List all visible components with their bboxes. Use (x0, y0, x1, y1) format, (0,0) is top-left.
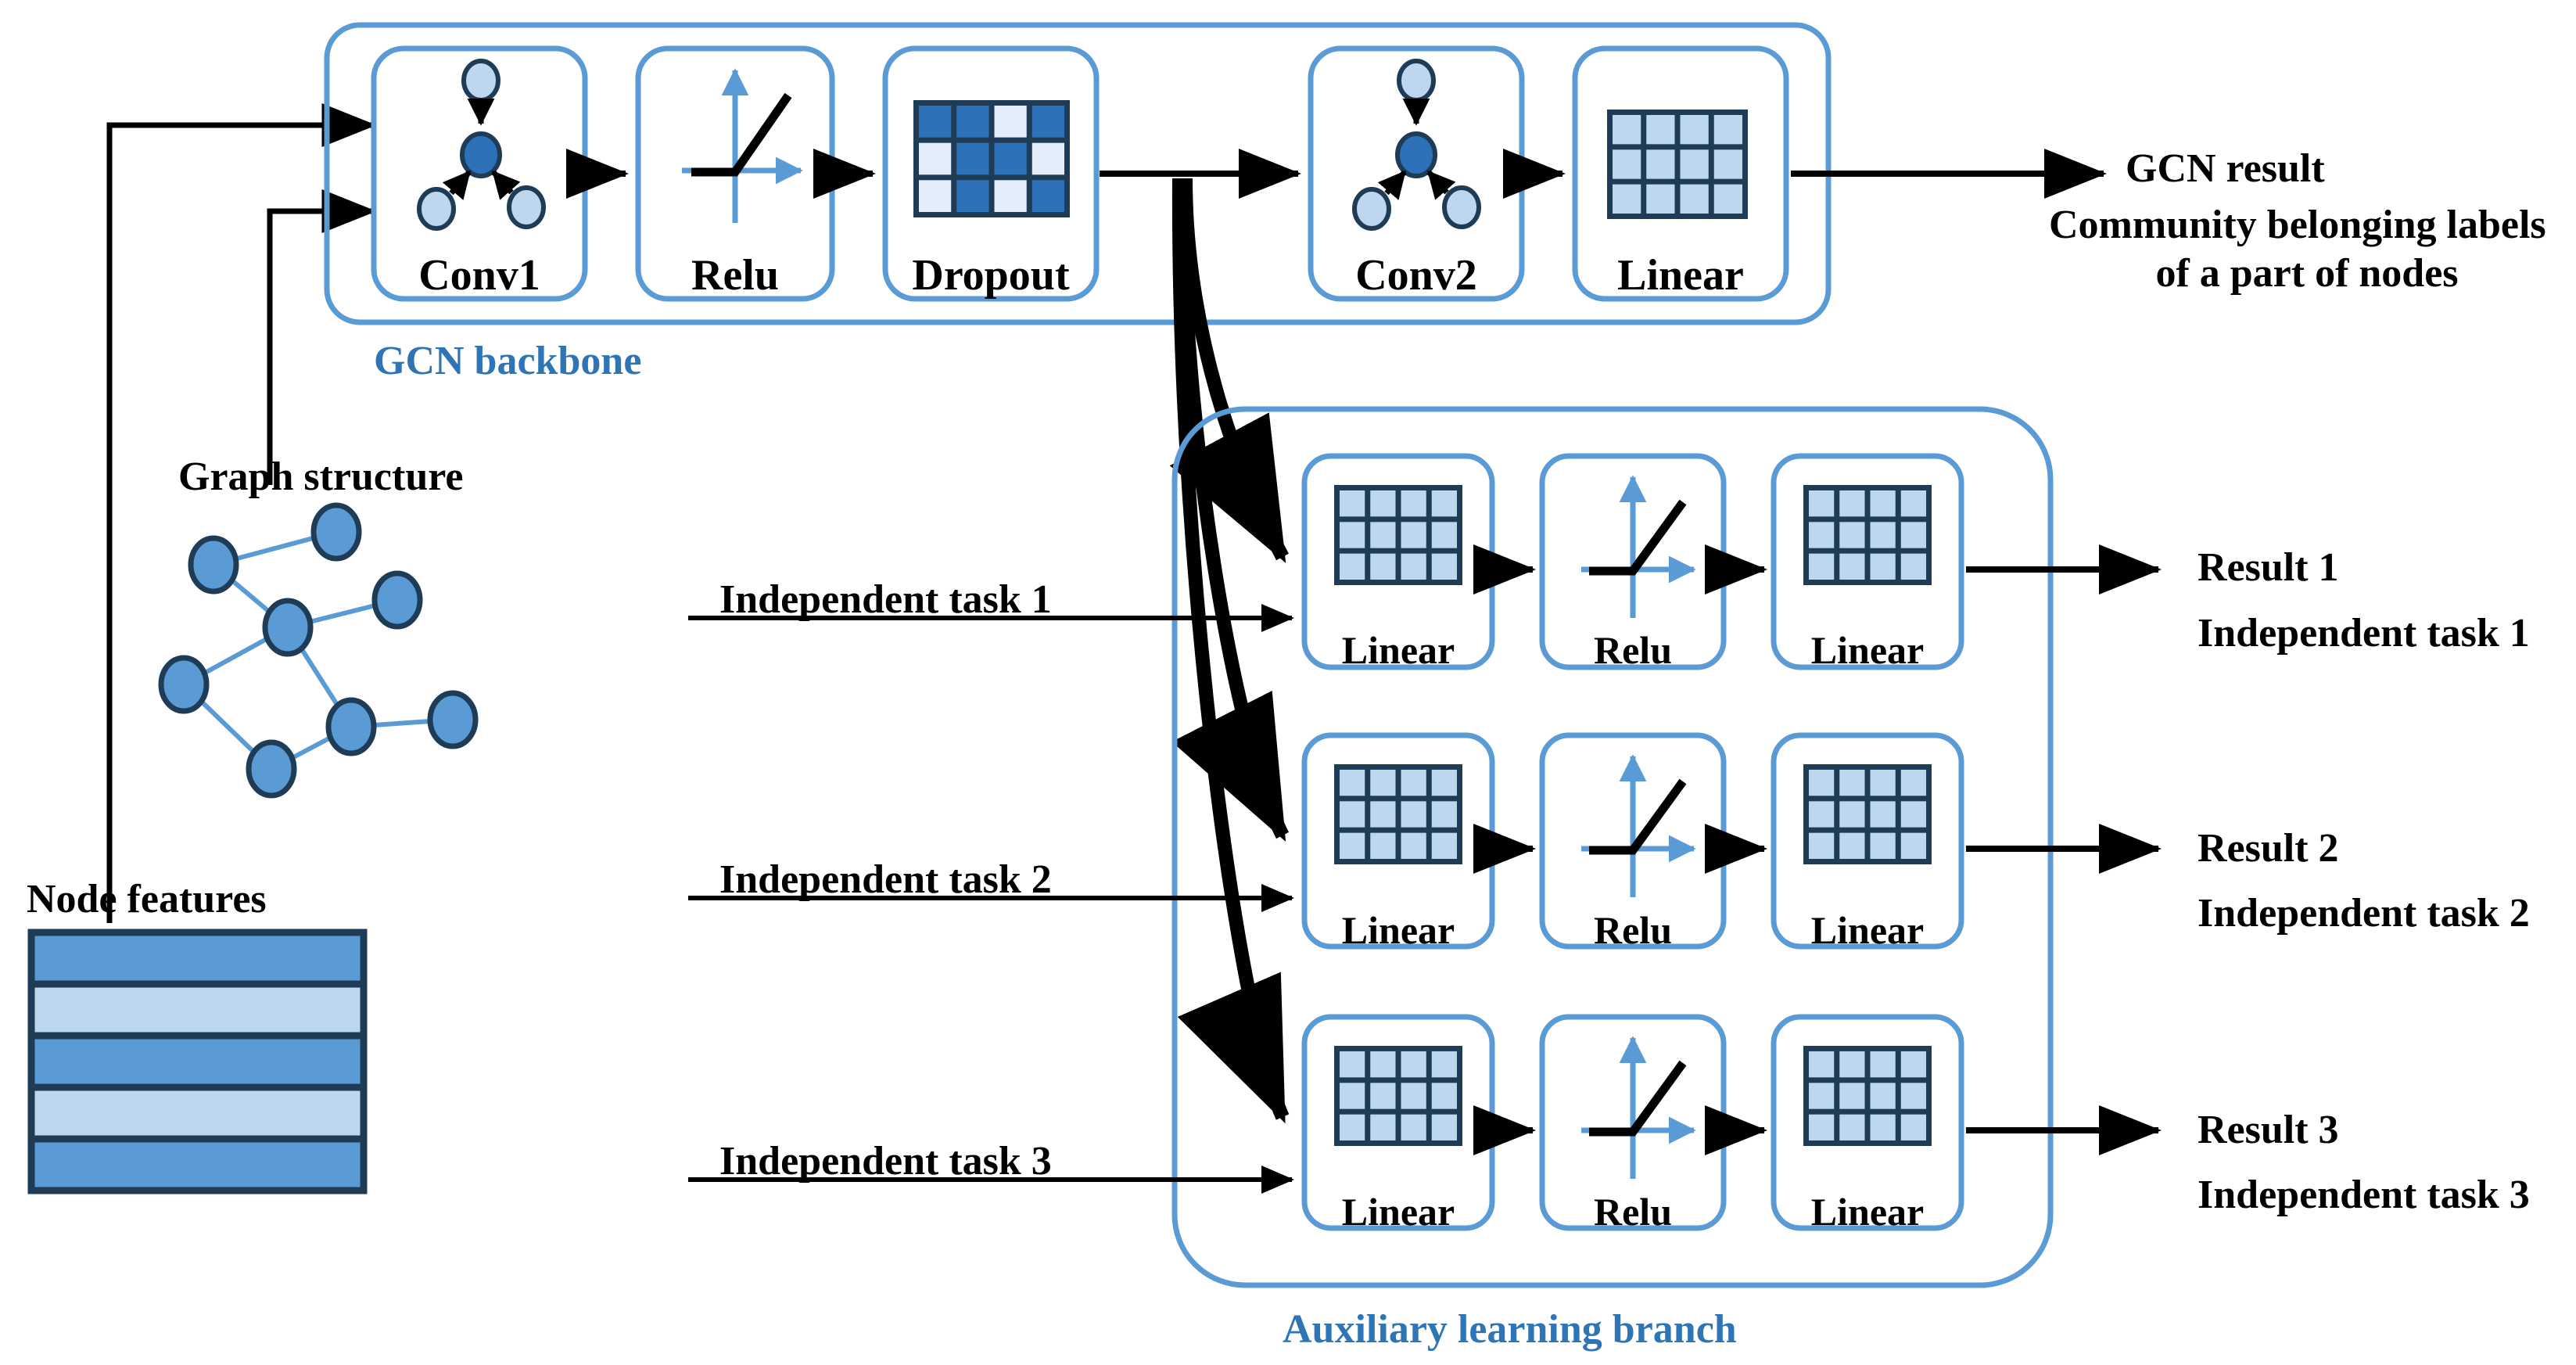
relu-curve-icon (1581, 754, 1696, 897)
result3-label: Result 3 (2197, 1108, 2339, 1152)
graph-conv-icon (417, 59, 546, 231)
gcn-result-label: GCN result (2126, 146, 2325, 191)
block-label-linear-backbone: Linear (1617, 251, 1744, 300)
node-features-bars (27, 929, 368, 1194)
task3-input-label: Independent task 3 (719, 1139, 1052, 1184)
auxiliary-branch-panel-label: Auxiliary learning branch (1283, 1307, 1737, 1352)
matrix-icon (1803, 764, 1932, 864)
dropout-matrix-icon (913, 100, 1070, 217)
block-label-conv2: Conv2 (1355, 251, 1477, 300)
gcn-result-desc-line1: Community belonging labels (2049, 203, 2546, 247)
block-label-task1-linear2: Linear (1810, 628, 1925, 672)
result1-desc: Independent task 1 (2197, 611, 2530, 656)
block-label-dropout: Dropout (912, 251, 1070, 300)
relu-curve-icon (682, 68, 803, 223)
matrix-icon (1334, 1046, 1462, 1146)
result2-label: Result 2 (2197, 826, 2339, 871)
block-label-task2-linear2: Linear (1810, 908, 1925, 952)
block-label-task3-relu: Relu (1594, 1190, 1672, 1234)
block-label-task3-linear1: Linear (1341, 1190, 1455, 1234)
branch-curves (1169, 178, 1290, 1124)
block-label-task1-linear1: Linear (1341, 628, 1455, 672)
node-features-label: Node features (27, 877, 267, 921)
relu-curve-icon (1581, 475, 1696, 618)
gcn-backbone-panel-label: GCN backbone (374, 339, 642, 383)
graph-structure-input-arrow (267, 189, 377, 485)
matrix-icon (1803, 485, 1932, 585)
matrix-icon (1607, 110, 1748, 219)
matrix-icon (1334, 764, 1462, 864)
block-label-relu-backbone: Relu (691, 251, 779, 300)
task2-input-label: Independent task 2 (719, 857, 1052, 902)
graph-structure-illustration (158, 502, 479, 799)
block-label-task3-linear2: Linear (1810, 1190, 1925, 1234)
block-label-task1-relu: Relu (1594, 628, 1672, 672)
result1-label: Result 1 (2197, 545, 2339, 590)
graph-structure-label: Graph structure (178, 454, 464, 499)
block-label-task2-linear1: Linear (1341, 908, 1455, 952)
matrix-icon (1334, 485, 1462, 585)
block-label-task2-relu: Relu (1594, 908, 1672, 952)
result3-desc: Independent task 3 (2197, 1173, 2530, 1217)
task1-input-label: Independent task 1 (719, 577, 1052, 622)
graph-conv-icon (1352, 59, 1481, 231)
matrix-icon (1803, 1046, 1932, 1146)
relu-curve-icon (1581, 1036, 1696, 1179)
block-label-conv1: Conv1 (418, 251, 540, 300)
gcn-result-desc-line2: of a part of nodes (2155, 251, 2459, 296)
node-features-input-arrow (106, 103, 377, 923)
result2-desc: Independent task 2 (2197, 891, 2530, 936)
